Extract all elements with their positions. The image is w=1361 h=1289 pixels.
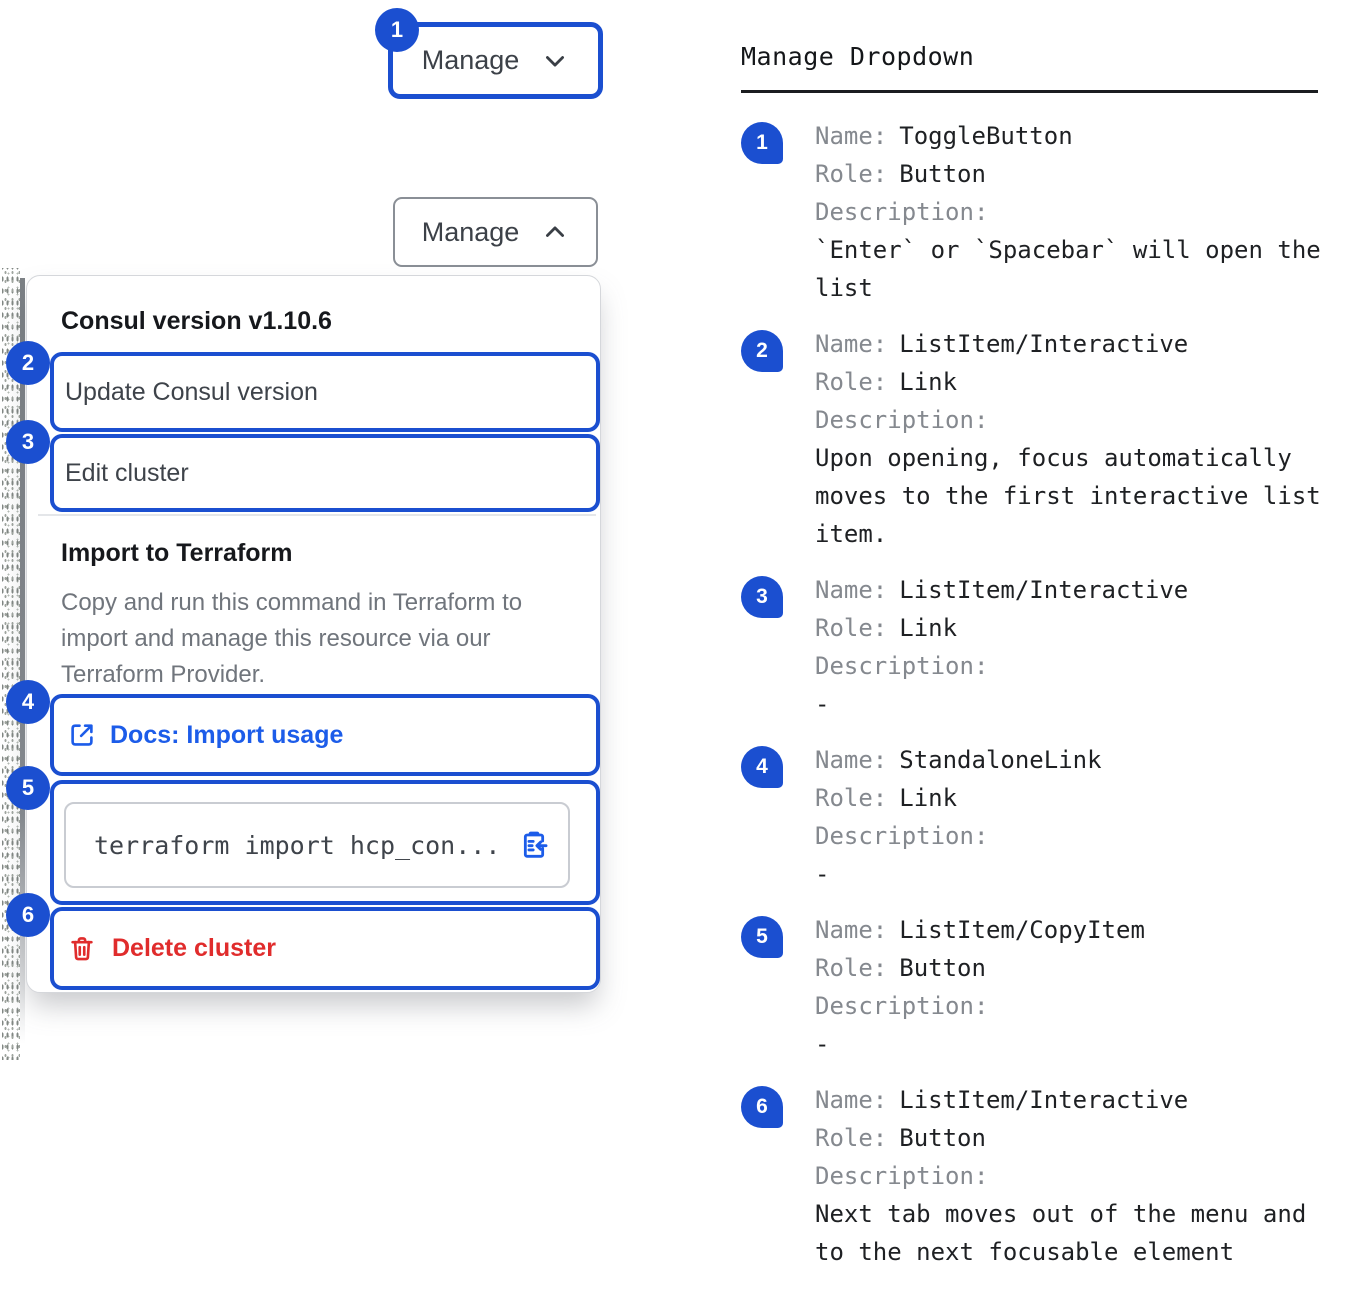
spec-description-label: Description: bbox=[815, 1162, 989, 1190]
annotation-badge-3: 3 bbox=[6, 420, 50, 464]
annotation-badge-6: 6 bbox=[6, 893, 50, 937]
clipboard-copy-icon[interactable] bbox=[518, 829, 550, 861]
spec-name-line: Name:ListItem/CopyItem bbox=[815, 916, 1145, 944]
manage-button-label: Manage bbox=[421, 216, 520, 247]
consul-version-label: Consul version v1.10.6 bbox=[61, 307, 332, 335]
manage-toggle-button-expanded[interactable]: Manage bbox=[393, 197, 598, 267]
terraform-command-text: terraform import hcp_con... bbox=[94, 830, 501, 860]
trash-icon bbox=[67, 934, 97, 964]
spec-badge-4: 4 bbox=[741, 746, 783, 788]
spec-item-1: 1 Name:ToggleButton Role:Button Descript… bbox=[741, 117, 1333, 307]
spec-badge-6: 6 bbox=[741, 1086, 783, 1128]
spec-description-label: Description: bbox=[815, 406, 989, 434]
spec-column: Manage Dropdown 1 Name:ToggleButton Role… bbox=[741, 0, 1333, 1289]
spec-name-line: Name:ListItem/Interactive bbox=[815, 330, 1189, 358]
spec-description-label: Description: bbox=[815, 198, 989, 226]
copy-snippet-button[interactable]: terraform import hcp_con... bbox=[64, 802, 570, 888]
spec-item-6: 6 Name:ListItem/Interactive Role:Button … bbox=[741, 1081, 1333, 1271]
spec-item-3: 3 Name:ListItem/Interactive Role:Link De… bbox=[741, 571, 1333, 723]
delete-cluster-label: Delete cluster bbox=[112, 934, 276, 962]
spec-description-text: `Enter` or `Spacebar` will open the list bbox=[815, 236, 1321, 302]
spec-heading: Manage Dropdown bbox=[741, 42, 975, 71]
spec-description-label: Description: bbox=[815, 992, 989, 1020]
spec-description-text: - bbox=[815, 690, 830, 718]
spec-item-4: 4 Name:StandaloneLink Role:Link Descript… bbox=[741, 741, 1333, 893]
spec-name-line: Name:StandaloneLink bbox=[815, 746, 1102, 774]
chevron-down-icon bbox=[541, 47, 569, 75]
spec-description-text: - bbox=[815, 1030, 830, 1058]
docs-import-usage-link[interactable]: Docs: Import usage bbox=[54, 720, 343, 750]
spec-badge-5: 5 bbox=[741, 916, 783, 958]
spec-heading-rule bbox=[741, 90, 1318, 93]
spec-role-line: Role:Button bbox=[815, 160, 986, 188]
spec-role-line: Role:Button bbox=[815, 954, 986, 982]
annotation-box-2: Update Consul version bbox=[50, 352, 600, 432]
import-description: Copy and run this command in Terraform t… bbox=[61, 589, 523, 688]
menu-item-update-consul-version[interactable]: Update Consul version bbox=[65, 377, 318, 406]
manage-button-highlight-1: Manage bbox=[388, 22, 603, 99]
import-to-terraform-title: Import to Terraform bbox=[61, 539, 293, 567]
spec-name-line: Name:ListItem/Interactive bbox=[815, 576, 1189, 604]
spec-role-line: Role:Button bbox=[815, 1124, 986, 1152]
annotation-badge-5: 5 bbox=[6, 766, 50, 810]
spec-role-line: Role:Link bbox=[815, 784, 958, 812]
docs-link-icon bbox=[67, 720, 97, 750]
manage-button-label: Manage bbox=[421, 45, 520, 75]
docs-link-label: Docs: Import usage bbox=[110, 720, 344, 749]
spec-badge-3: 3 bbox=[741, 576, 783, 618]
annotation-badge-2: 2 bbox=[6, 341, 50, 385]
menu-item-delete-cluster[interactable]: Delete cluster bbox=[54, 934, 276, 964]
spec-description-label: Description: bbox=[815, 822, 989, 850]
spec-badge-1: 1 bbox=[741, 122, 783, 164]
spec-description-text: Next tab moves out of the menu and to th… bbox=[815, 1200, 1307, 1266]
torn-edge-line bbox=[20, 278, 25, 1044]
spec-description-text: Upon opening, focus automatically moves … bbox=[815, 444, 1321, 548]
spec-name-line: Name:ListItem/Interactive bbox=[815, 1086, 1189, 1114]
annotation-box-5: terraform import hcp_con... bbox=[50, 780, 600, 905]
spec-role-line: Role:Link bbox=[815, 368, 958, 396]
annotation-box-6: Delete cluster bbox=[50, 907, 600, 990]
spec-description-label: Description: bbox=[815, 652, 989, 680]
spec-badge-2: 2 bbox=[741, 330, 783, 372]
torn-edge-decoration bbox=[2, 268, 20, 1060]
annotation-box-3: Edit cluster bbox=[50, 434, 600, 512]
annotation-box-4: Docs: Import usage bbox=[50, 694, 600, 776]
spec-description-text: - bbox=[815, 860, 830, 888]
manage-toggle-button-collapsed[interactable]: Manage bbox=[421, 45, 570, 76]
annotation-badge-1: 1 bbox=[375, 8, 419, 52]
spec-role-line: Role:Link bbox=[815, 614, 958, 642]
spec-name-line: Name:ToggleButton bbox=[815, 122, 1073, 150]
menu-divider bbox=[38, 514, 596, 516]
annotation-badge-4: 4 bbox=[6, 680, 50, 724]
spec-item-5: 5 Name:ListItem/CopyItem Role:Button Des… bbox=[741, 911, 1333, 1063]
menu-item-edit-cluster[interactable]: Edit cluster bbox=[65, 458, 189, 487]
chevron-up-icon bbox=[541, 218, 569, 246]
spec-item-2: 2 Name:ListItem/Interactive Role:Link De… bbox=[741, 325, 1333, 553]
